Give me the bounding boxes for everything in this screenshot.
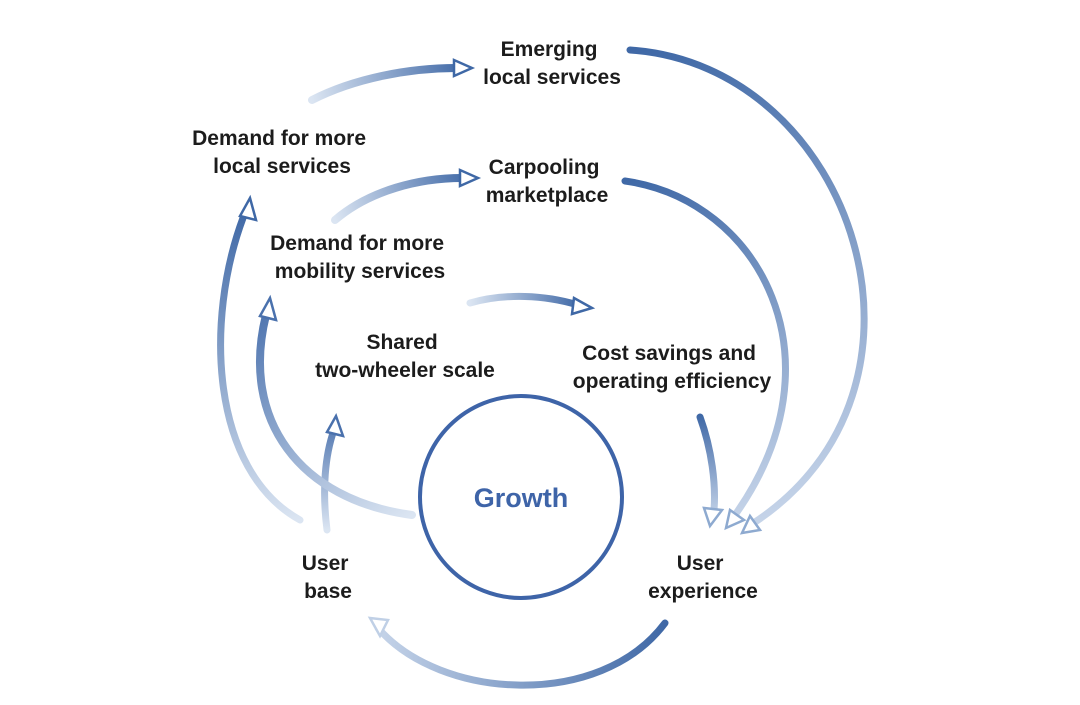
arrow-demand-local-to-emerging (308, 58, 476, 104)
arrow-demand-mobility-to-carpooling (331, 168, 482, 224)
arrow-carpooling-to-experience (621, 177, 789, 531)
arrowhead (570, 296, 596, 316)
node-user-experience: User experience (648, 552, 758, 603)
arrowhead (458, 168, 482, 188)
arrowhead (367, 616, 390, 639)
node-emerging-local-services: Emerging local services (483, 38, 621, 89)
node-demand-local-services: Demand for more local services (192, 127, 372, 178)
arrowhead (724, 507, 747, 531)
arrow-shared-scale-to-cost-savings (466, 292, 596, 316)
arrowhead (702, 506, 725, 529)
arrow-mobility-to-demand-local (217, 194, 304, 524)
node-cost-savings-efficiency: Cost savings and operating efficiency (573, 342, 772, 393)
arrowhead (238, 194, 258, 222)
node-user-base: User base (302, 552, 355, 603)
arrow-experience-to-user-base (367, 616, 669, 689)
node-shared-two-wheeler-scale: Shared two-wheeler scale (315, 331, 495, 382)
arrow-user-base-to-shared-scale (321, 412, 345, 534)
arrow-emerging-to-experience (626, 46, 868, 535)
growth-label: Growth (474, 483, 569, 513)
arrow-cost-savings-to-experience (696, 413, 725, 529)
node-carpooling-marketplace: Carpooling marketplace (486, 156, 609, 207)
growth-circle (418, 394, 624, 600)
node-demand-mobility-services: Demand for more mobility services (270, 232, 450, 283)
arrow-user-base-to-demand-mobility (256, 294, 416, 519)
arrowhead (739, 513, 763, 535)
arrowhead (258, 294, 278, 322)
arrowhead (452, 58, 476, 78)
arrowhead (325, 412, 345, 438)
